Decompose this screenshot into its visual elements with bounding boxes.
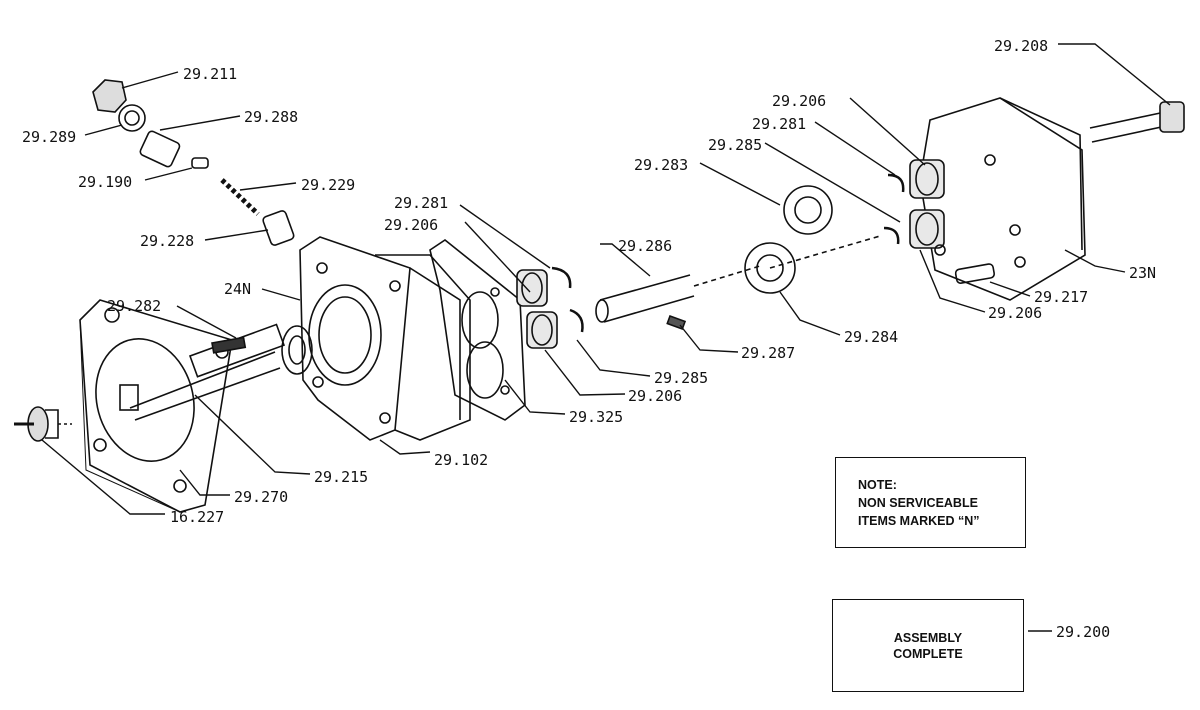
callout-29-206-rear-bottom: 29.206 xyxy=(988,304,1042,322)
drive-shaft xyxy=(129,323,286,421)
rear-cover xyxy=(909,97,1086,301)
dowel-pin xyxy=(954,263,996,284)
callout-29-206-front-bottom: 29.206 xyxy=(628,387,682,405)
assembly-line-2: COMPLETE xyxy=(893,647,963,661)
note-box: NOTE: NON SERVICEABLE ITEMS MARKED “N” xyxy=(835,457,1026,548)
note-line-non-serviceable: NON SERVICEABLE xyxy=(858,496,978,510)
callout-24n: 24N xyxy=(224,280,251,298)
relief-valve-parts xyxy=(92,79,295,246)
callout-29-270: 29.270 xyxy=(234,488,288,506)
callout-29-281-front: 29.281 xyxy=(394,194,448,212)
callout-23n: 23N xyxy=(1129,264,1156,282)
leader-lines xyxy=(41,43,1171,632)
callout-29-284: 29.284 xyxy=(844,328,898,346)
front-bearings xyxy=(516,266,584,349)
callout-29-206-rear-top: 29.206 xyxy=(772,92,826,110)
gears xyxy=(744,185,881,294)
callout-29-228: 29.228 xyxy=(140,232,194,250)
callout-29-286: 29.286 xyxy=(618,237,672,255)
seal-ring xyxy=(281,325,313,375)
note-line-items-marked: ITEMS MARKED “N” xyxy=(858,514,980,528)
rear-clips xyxy=(883,173,905,245)
assembly-line-1: ASSEMBLY xyxy=(893,631,963,645)
main-housing xyxy=(299,236,471,441)
idler-shaft xyxy=(595,265,761,331)
callout-16-227: 16.227 xyxy=(170,508,224,526)
callout-29-287: 29.287 xyxy=(741,344,795,362)
callout-29-215: 29.215 xyxy=(314,468,368,486)
callout-29-200: 29.200 xyxy=(1056,623,1110,641)
callout-29-289: 29.289 xyxy=(22,128,76,146)
callout-29-285-rear: 29.285 xyxy=(708,136,762,154)
front-cover-plate xyxy=(79,299,233,513)
callout-29-325: 29.325 xyxy=(569,408,623,426)
callout-29-229: 29.229 xyxy=(301,176,355,194)
callout-29-285-front: 29.285 xyxy=(654,369,708,387)
callout-29-208: 29.208 xyxy=(994,37,1048,55)
bolt-29-208 xyxy=(1089,101,1185,143)
callout-29-190: 29.190 xyxy=(78,173,132,191)
callout-29-211: 29.211 xyxy=(183,65,237,83)
callout-29-206-front: 29.206 xyxy=(384,216,438,234)
callout-29-282: 29.282 xyxy=(107,297,161,315)
callout-29-102: 29.102 xyxy=(434,451,488,469)
callout-29-281-rear: 29.281 xyxy=(752,115,806,133)
callout-29-288: 29.288 xyxy=(244,108,298,126)
screw-16-227 xyxy=(14,406,72,442)
callout-labels: 29.211 29.289 29.288 29.190 29.229 29.22… xyxy=(22,37,1156,641)
note-heading: NOTE: xyxy=(858,478,897,492)
callout-29-283: 29.283 xyxy=(634,156,688,174)
gear-plate xyxy=(429,239,526,421)
callout-29-217: 29.217 xyxy=(1034,288,1088,306)
assembly-complete-box: ASSEMBLY COMPLETE xyxy=(832,599,1024,692)
